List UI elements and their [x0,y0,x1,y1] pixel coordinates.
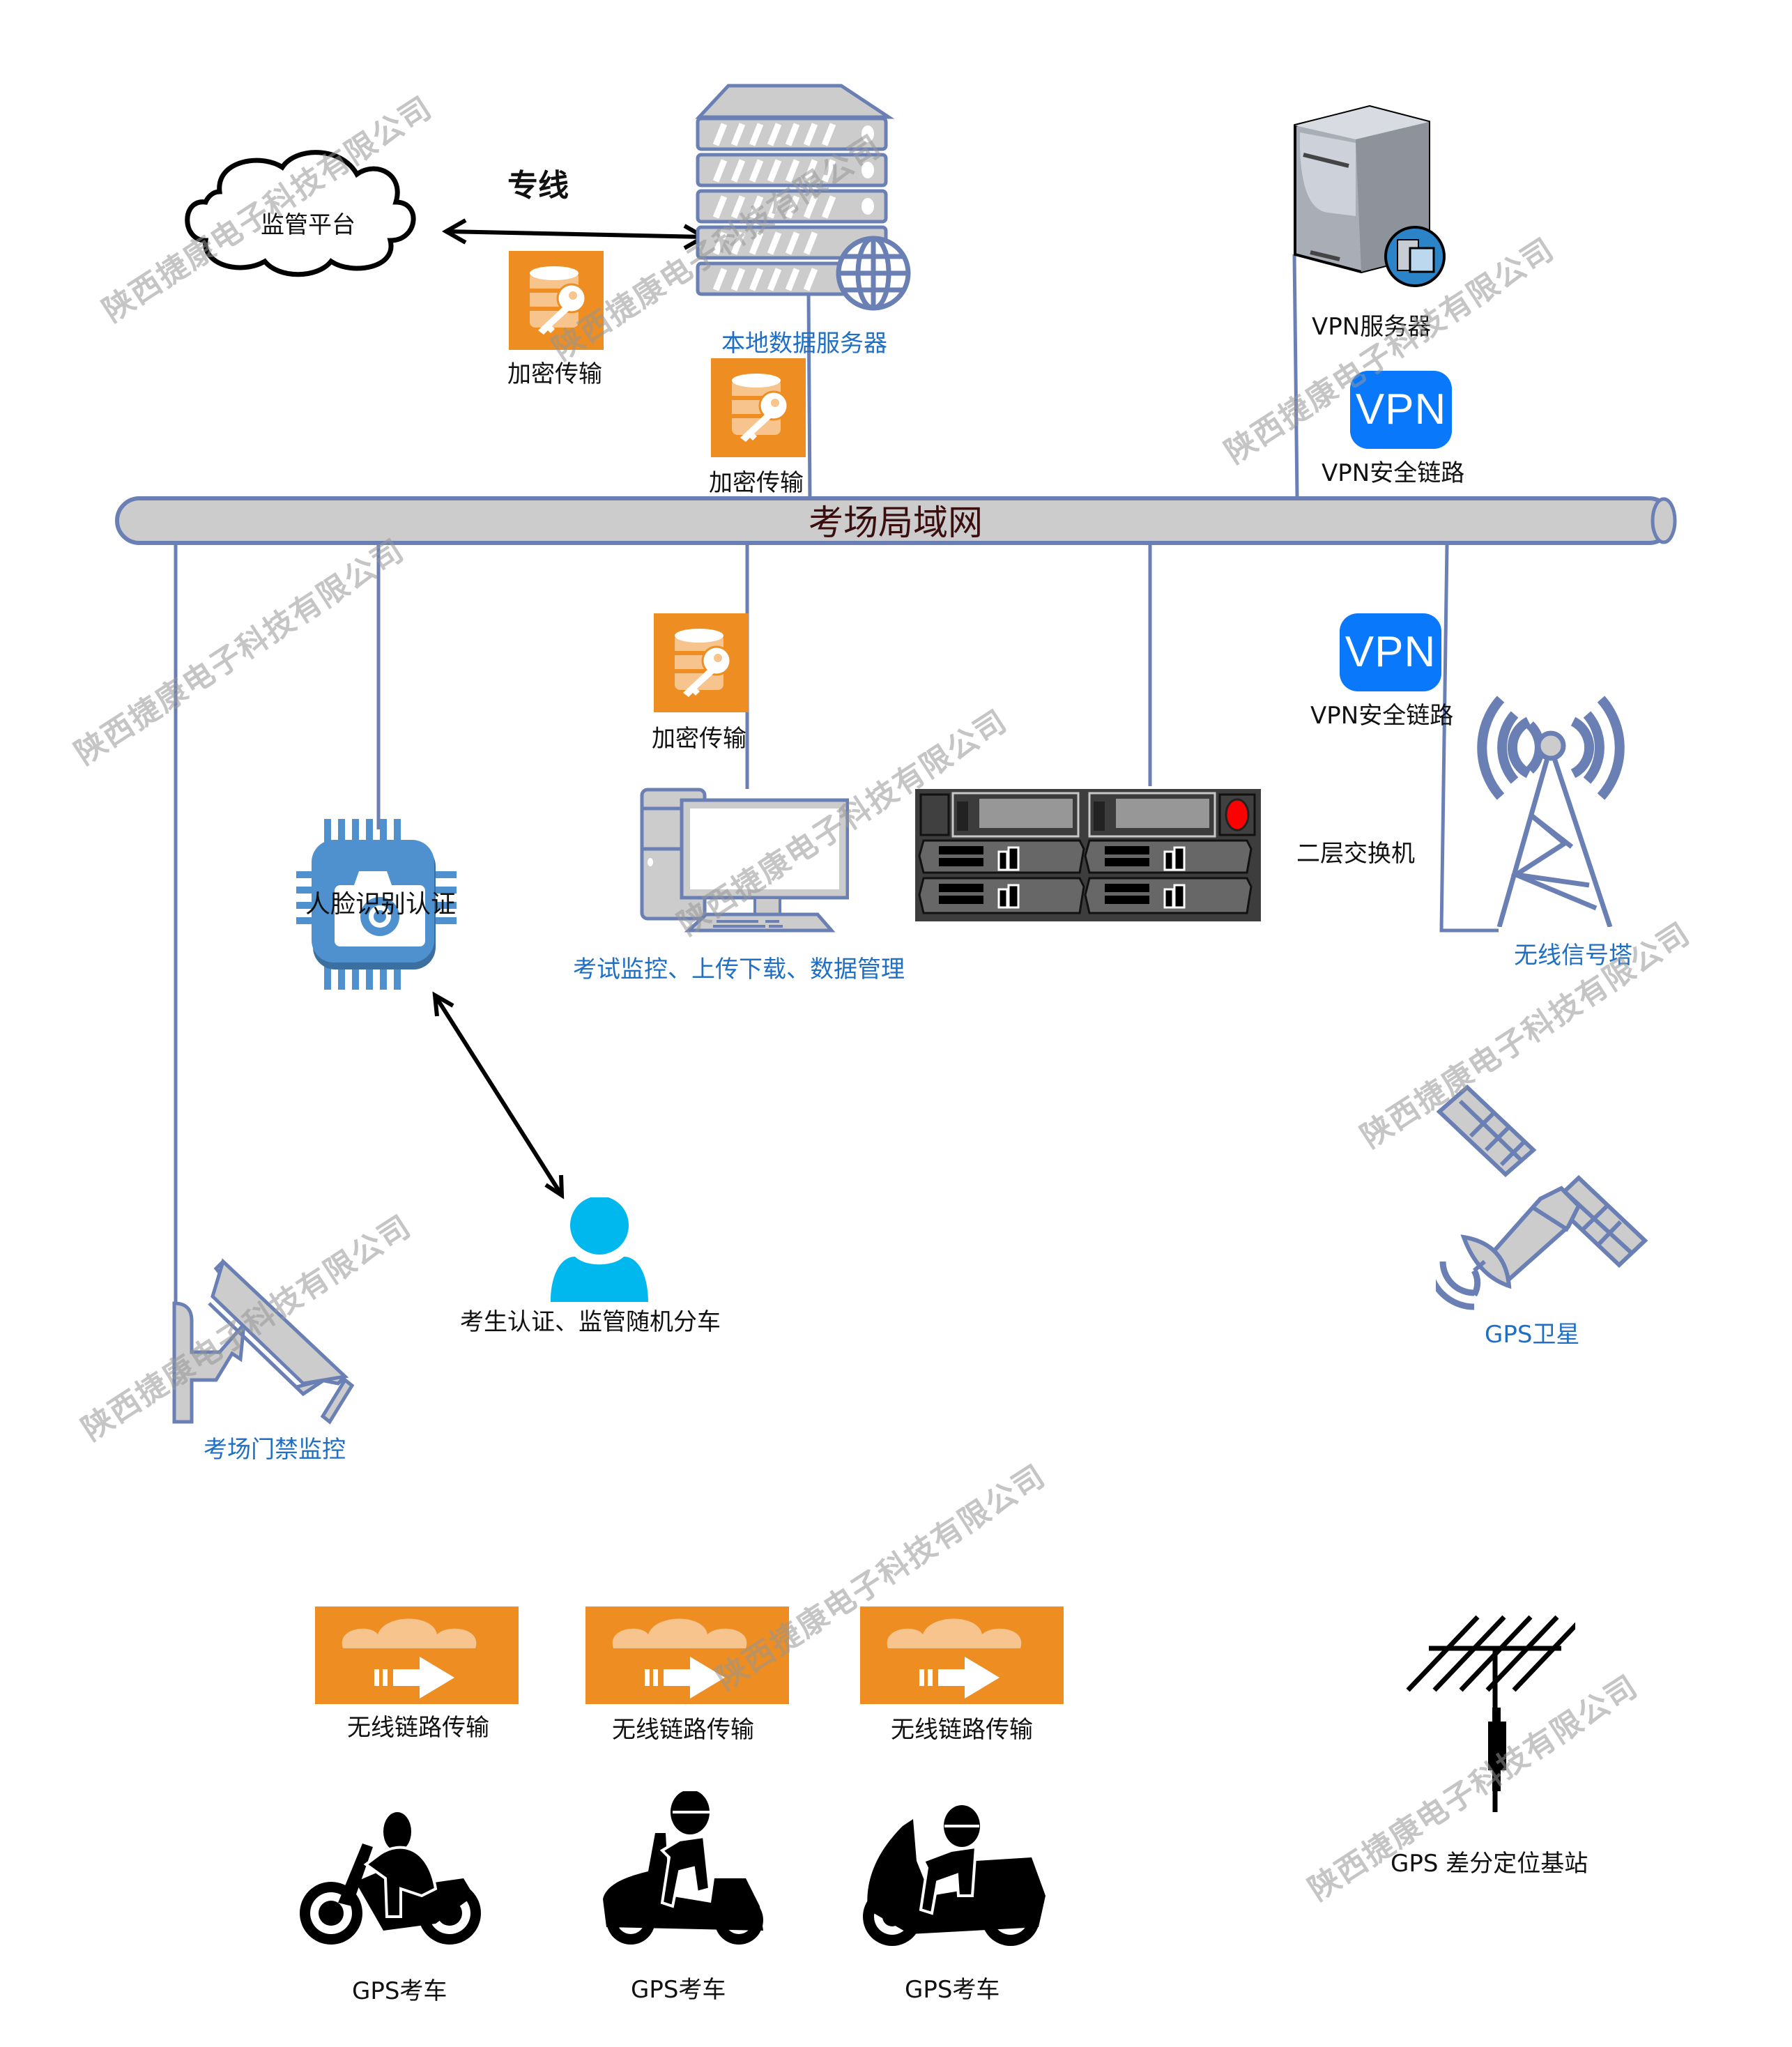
tower-label: 无线信号塔 [1514,942,1632,969]
student-person-icon [551,1197,648,1302]
globe-icon [836,236,911,311]
motorcycle-icon [300,1812,481,1945]
cloud-arrow-icon [342,1618,477,1699]
vpn-link-label-2: VPN安全链路 [1310,702,1454,730]
vpn-server-label: VPN服务器 [1312,313,1432,341]
cloud-icon [185,150,416,277]
wireless-label-2: 无线链路传输 [612,1716,754,1744]
wireless-label-3: 无线链路传输 [891,1716,1033,1744]
gate-camera-label: 考场门禁监控 [204,1436,346,1464]
vpn-badge-icon: VPN [1340,613,1441,691]
workstation-label: 考试监控、上传下载、数据管理 [573,956,905,983]
local-server-label: 本地数据服务器 [721,330,887,358]
base-station-label: GPS 差分定位基站 [1391,1850,1588,1878]
wireless-transmission-icon [585,1607,789,1704]
vehicle-label-1: GPS考车 [352,1977,447,2005]
vpn-server-lan-link [1292,254,1299,497]
encryption-icon [654,613,749,712]
data-server-icon [695,84,911,311]
wireless-transmission-icon [860,1607,1064,1704]
satellite-label: GPS卫星 [1485,1321,1580,1349]
network-badge-icon [1384,226,1446,287]
scooter-icon [603,1791,763,1945]
gate-camera-icon [172,1258,355,1425]
switch-label: 二层交换机 [1296,840,1415,868]
server-lan-link [806,292,812,501]
encryption-label-1: 加密传输 [507,360,602,388]
auth-arrow [432,991,565,1199]
wireless-tower-icon [1477,696,1625,927]
encryption-icon [711,358,806,457]
layer2-switch-icon [915,789,1261,921]
gps-satellite-icon [1436,1084,1648,1310]
dedicated-line-arrow [441,218,709,250]
face-auth-label: 人脸识别认证 [305,890,457,919]
student-label: 考生认证、监管随机分车 [460,1308,721,1336]
gps-base-station-antenna-icon [1406,1615,1575,1812]
database-key-icon [732,374,789,442]
encryption-icon [509,251,604,350]
encryption-label-2: 加密传输 [709,469,804,497]
wireless-transmission-icon [315,1607,519,1704]
database-key-icon [675,629,732,697]
electric-bike-icon [863,1805,1046,1946]
encryption-label-3: 加密传输 [652,725,746,753]
wireless-label-1: 无线链路传输 [347,1714,489,1742]
tower-lan-link [1439,544,1499,933]
workstation-computer-icon [640,788,849,933]
face-recognition-chip-icon [296,819,457,990]
lan-bus [115,496,1677,545]
cloud-arrow-icon [612,1618,747,1699]
dedicated-line-label: 专线 [507,168,569,204]
cloud-arrow-icon [887,1618,1022,1699]
vpn-badge-icon: VPN [1350,371,1452,449]
lan-label: 考场局域网 [809,503,983,543]
vehicle-label-3: GPS考车 [905,1976,1000,2004]
vpn-link-label-1: VPN安全链路 [1322,459,1465,487]
database-key-icon [530,266,587,335]
supervision-platform-label: 监管平台 [261,211,355,239]
vpn-server-icon [1294,105,1446,287]
vehicle-label-2: GPS考车 [631,1976,726,2004]
